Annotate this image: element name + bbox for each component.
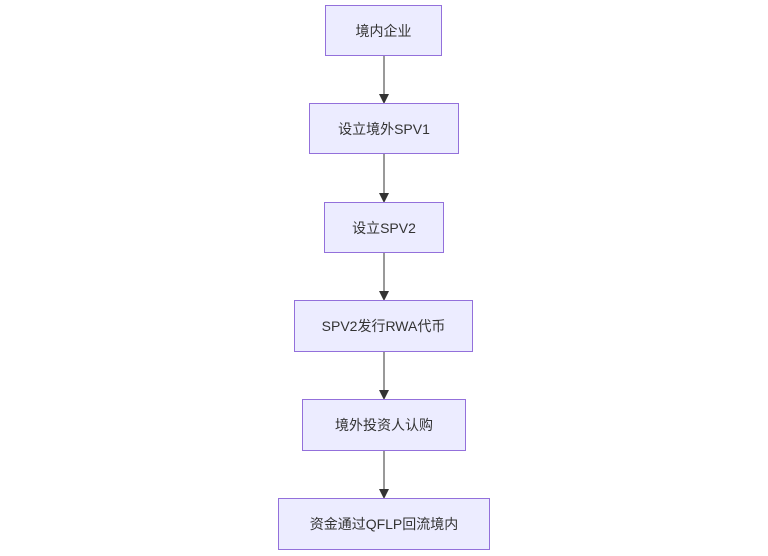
node-offshore-investor-subscription: 境外投资人认购	[302, 399, 466, 451]
node-label: 境外投资人认购	[335, 417, 433, 433]
node-spv2-issue-rwa-token: SPV2发行RWA代币	[294, 300, 473, 352]
node-label: SPV2发行RWA代币	[321, 318, 446, 334]
node-domestic-enterprise: 境内企业	[325, 5, 442, 56]
node-label: 资金通过QFLP回流境内	[309, 516, 459, 532]
node-label: 境内企业	[355, 22, 412, 39]
node-setup-offshore-spv1: 设立境外SPV1	[309, 103, 459, 154]
node-label: 设立SPV2	[352, 219, 416, 236]
node-funds-return-via-qflp: 资金通过QFLP回流境内	[278, 498, 490, 550]
node-label: 设立境外SPV1	[338, 120, 430, 137]
node-setup-spv2: 设立SPV2	[324, 202, 444, 253]
